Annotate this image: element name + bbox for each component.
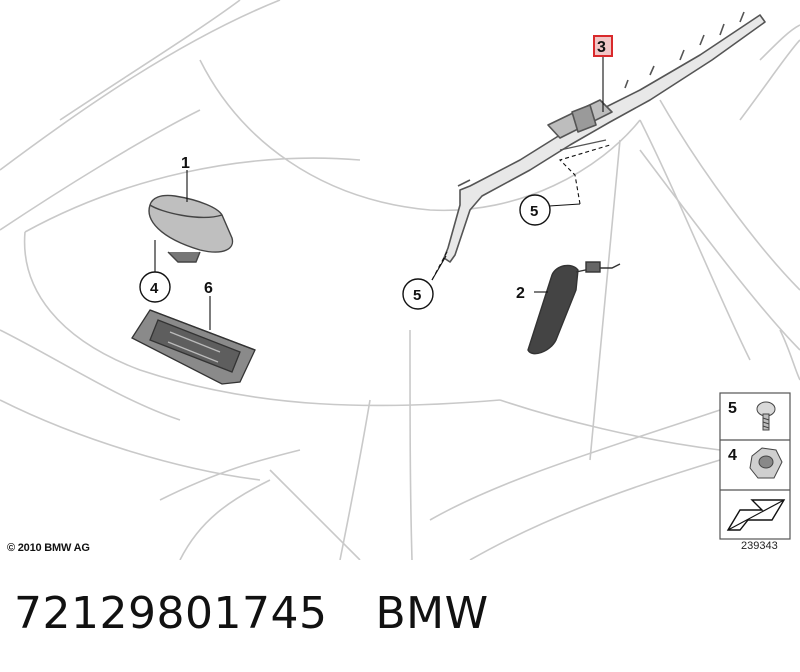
callout-lines [154,56,611,330]
parts-diagram: 1 2 3 4 6 5 5 5 4 [0,0,800,560]
legend-item-4-label: 4 [728,447,737,464]
callout-2: 2 [516,285,525,302]
driver-airbag [148,194,234,263]
curtain-airbag [443,11,766,263]
legend-item-5-label: 5 [728,400,737,417]
callout-4: 4 [150,280,159,297]
car-outline [0,0,800,560]
figure-number: 239343 [741,540,778,552]
direction-arrow-icon [726,499,786,531]
fastener-legend: 5 4 [719,392,791,540]
callout-1: 1 [181,155,190,172]
callout-4-circle: 4 [139,271,171,303]
part-number: 72129801745 [14,588,328,639]
passenger-airbag [131,309,256,385]
side-airbag [527,261,621,355]
callout-5b: 5 [413,287,421,304]
screw-icon [756,401,776,431]
callout-5a-circle: 5 [519,194,551,226]
brand-name: BMW [375,588,489,639]
copyright-text: © 2010 BMW AG [7,542,90,554]
callout-5b-circle: 5 [402,278,434,310]
caption: 72129801745 BMW [14,588,489,639]
callout-3: 3 [597,39,606,56]
callout-5a: 5 [530,203,538,220]
callout-3-highlight: 3 [593,35,613,57]
nut-icon [749,447,783,479]
callout-6: 6 [204,280,213,297]
